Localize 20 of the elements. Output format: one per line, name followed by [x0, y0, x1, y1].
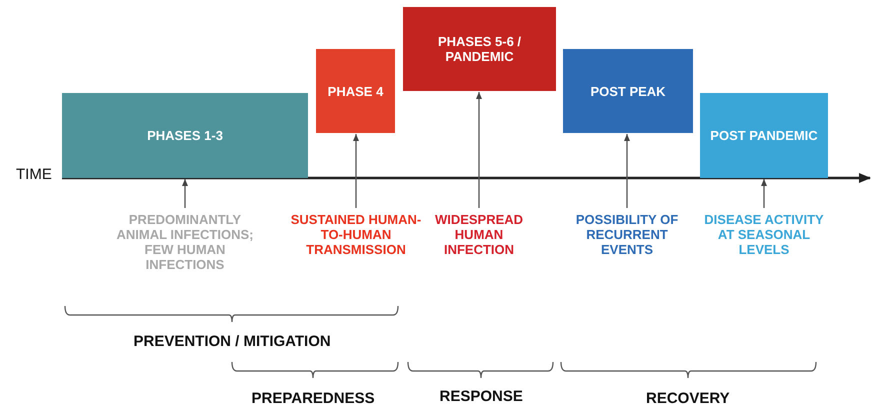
- axis-label: TIME: [16, 166, 52, 183]
- description-text: SUSTAINED HUMAN-TO-HUMAN TRANSMISSION: [290, 212, 422, 257]
- phase-group-label: RECOVERY: [646, 390, 730, 407]
- phase-box: PHASE 4: [316, 49, 395, 133]
- phase-box: POST PANDEMIC: [700, 93, 828, 178]
- phase-group-label: PREPAREDNESS: [252, 390, 375, 407]
- arrow: [182, 179, 188, 208]
- description-text: DISEASE ACTIVITY AT SEASONAL LEVELS: [704, 212, 824, 257]
- phase-box: POST PEAK: [563, 49, 693, 133]
- phase-box: PHASES 1-3: [62, 93, 308, 178]
- arrow: [353, 134, 359, 208]
- phase-group-label: PREVENTION / MITIGATION: [134, 333, 331, 350]
- arrow: [761, 179, 767, 208]
- description-text: PREDOMINANTLY ANIMAL INFECTIONS; FEW HUMAN INFECTIONS: [115, 212, 255, 272]
- arrow: [624, 134, 630, 208]
- description-text: POSSIBILITY OF RECURRENT EVENTS: [567, 212, 687, 257]
- description-text: WIDESPREAD HUMAN INFECTION: [422, 212, 536, 257]
- phase-box: PHASES 5-6 / PANDEMIC: [403, 7, 556, 91]
- arrow: [476, 92, 482, 208]
- phase-group-label: RESPONSE: [440, 388, 523, 405]
